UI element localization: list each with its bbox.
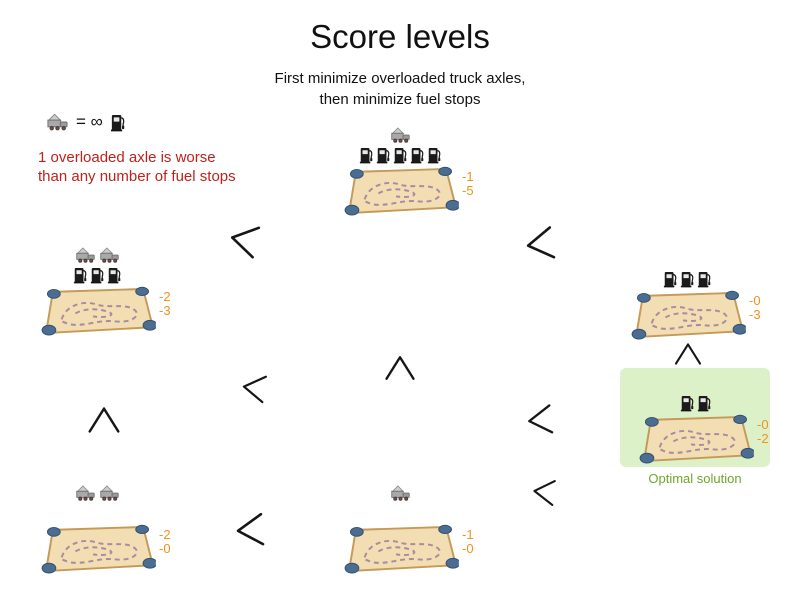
soft-score: -5 xyxy=(462,183,474,198)
overloaded-truck-icon xyxy=(99,246,120,264)
soft-score: -0 xyxy=(462,541,474,556)
map-wrap: -1 -0 xyxy=(341,524,474,575)
score-labels: -0 -3 xyxy=(749,294,761,322)
fuel-pump-icon xyxy=(393,146,407,164)
route-map-illustration xyxy=(38,286,156,337)
score-labels: -1 -0 xyxy=(462,528,474,556)
score-labels: -1 -5 xyxy=(462,170,474,198)
hard-score: -1 xyxy=(462,527,474,542)
route-map-illustration xyxy=(341,166,459,217)
fuel-pump-icon xyxy=(697,270,711,288)
soft-score: -2 xyxy=(757,431,769,446)
fuel-pump-icon xyxy=(680,394,694,412)
hard-score: -2 xyxy=(159,527,171,542)
map-wrap: -1 -5 xyxy=(341,166,474,217)
legend-note-line-1: 1 overloaded axle is worse xyxy=(38,149,216,166)
fuel-pump-icon xyxy=(663,270,677,288)
map-wrap: -0 -3 xyxy=(628,290,761,341)
overloaded-truck-icon xyxy=(390,126,411,144)
fuel-pump-icon xyxy=(107,266,121,284)
soft-score: -3 xyxy=(159,303,171,318)
transition-arrow xyxy=(522,224,559,264)
truck-icons-row xyxy=(390,484,411,502)
solution-node-optimal: -0 -2 xyxy=(620,394,770,465)
pump-icons-row xyxy=(73,266,121,284)
subtitle-line-1: First minimize overloaded truck axles, xyxy=(274,70,526,87)
solution-node-mid-left: -2 -3 xyxy=(22,246,172,337)
map-wrap: -2 -3 xyxy=(38,286,171,337)
fuel-pump-icon xyxy=(410,146,424,164)
overloaded-truck-icon xyxy=(99,484,120,502)
hard-score: -0 xyxy=(757,417,769,432)
truck-icons-row xyxy=(75,246,120,264)
fuel-pump-icon xyxy=(427,146,441,164)
hard-score: -2 xyxy=(159,289,171,304)
overloaded-truck-icon xyxy=(75,246,96,264)
legend-note: 1 overloaded axle is worse than any numb… xyxy=(38,148,236,186)
truck-icons-row xyxy=(75,484,120,502)
hard-score: -0 xyxy=(749,293,761,308)
transition-arrow xyxy=(225,219,264,261)
score-labels: -0 -2 xyxy=(757,418,769,446)
map-wrap: -0 -2 xyxy=(636,414,769,465)
pump-icons-row xyxy=(359,146,441,164)
transition-arrow xyxy=(238,371,269,405)
transition-arrow xyxy=(233,511,267,549)
legend-note-line-2: than any number of fuel stops xyxy=(38,168,236,185)
subtitle-line-2: then minimize fuel stops xyxy=(319,91,481,108)
score-labels: -2 -3 xyxy=(159,290,171,318)
overloaded-truck-icon xyxy=(75,484,96,502)
route-map-illustration xyxy=(628,290,746,341)
overloaded-truck-icon xyxy=(390,484,411,502)
transition-arrow xyxy=(384,354,416,383)
fuel-pump-icon xyxy=(376,146,390,164)
transition-arrow xyxy=(524,402,556,437)
fuel-pump-icon xyxy=(697,394,711,412)
truck-icons-row xyxy=(390,126,411,144)
fuel-pump-icon xyxy=(359,146,373,164)
map-wrap: -2 -0 xyxy=(38,524,171,575)
legend-equation: = ∞ xyxy=(76,112,103,131)
solution-node-mid-right: -0 -3 xyxy=(612,270,762,341)
pump-icons-row xyxy=(663,270,711,288)
score-legend: = ∞ xyxy=(46,112,125,132)
hard-score: -1 xyxy=(462,169,474,184)
transition-arrow xyxy=(674,341,703,367)
solution-node-top-center: -1 -5 xyxy=(325,126,475,217)
optimal-solution-label: Optimal solution xyxy=(648,471,742,486)
subtitle: First minimize overloaded truck axles, t… xyxy=(0,68,800,110)
fuel-pump-icon xyxy=(110,113,125,132)
pump-icons-row xyxy=(680,394,711,412)
transition-arrow xyxy=(530,476,558,507)
route-map-illustration xyxy=(341,524,459,575)
soft-score: -3 xyxy=(749,307,761,322)
soft-score: -0 xyxy=(159,541,171,556)
route-map-illustration xyxy=(636,414,754,465)
transition-arrow xyxy=(87,405,121,435)
overloaded-truck-icon xyxy=(46,112,69,132)
route-map-illustration xyxy=(38,524,156,575)
solution-node-bottom-center: -1 -0 xyxy=(325,484,475,575)
score-labels: -2 -0 xyxy=(159,528,171,556)
fuel-pump-icon xyxy=(680,270,694,288)
page-title: Score levels xyxy=(310,18,490,55)
solution-node-bottom-left: -2 -0 xyxy=(22,484,172,575)
fuel-pump-icon xyxy=(90,266,104,284)
fuel-pump-icon xyxy=(73,266,87,284)
